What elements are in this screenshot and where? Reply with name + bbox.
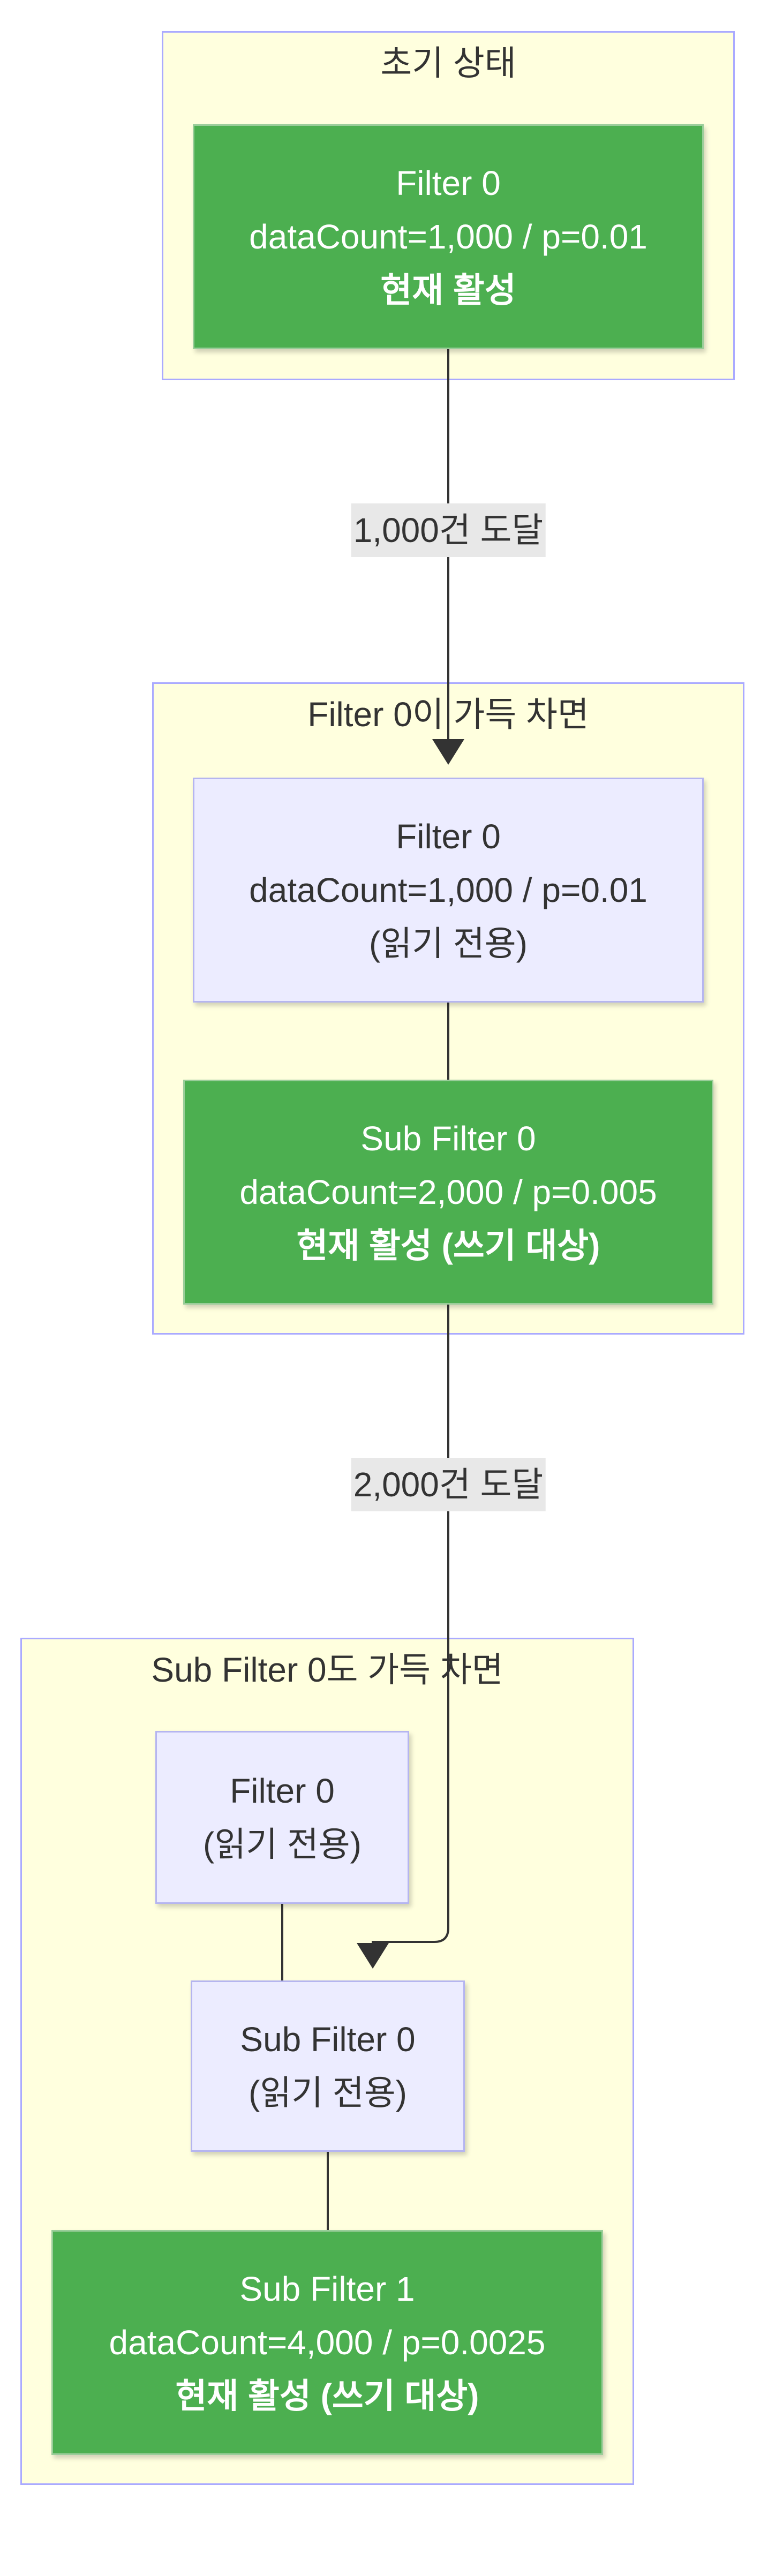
node-title: Filter 0 (396, 164, 501, 202)
node-params: dataCount=2,000 / p=0.005 (239, 1173, 657, 1211)
node-filter0-initial: Filter 0 dataCount=1,000 / p=0.01 현재 활성 (193, 124, 704, 349)
arrowhead (432, 739, 464, 765)
node-title: Sub Filter 1 (239, 2270, 415, 2308)
node-status: (읽기 전용) (249, 2074, 407, 2112)
edge-label: 1,000건 도달 (351, 503, 546, 557)
node-status: (읽기 전용) (203, 1825, 362, 1864)
node-filter0-readonly: Filter 0 dataCount=1,000 / p=0.01 (읽기 전용… (193, 778, 704, 1003)
node-filter0-final: Filter 0 (읽기 전용) (155, 1731, 409, 1904)
node-title: Sub Filter 0 (240, 2020, 416, 2059)
node-title: Filter 0 (230, 1771, 335, 1810)
cluster-title: Sub Filter 0도 가득 차면 (151, 1651, 503, 1689)
node-status: 현재 활성 (쓰기 대상) (296, 1226, 600, 1265)
node-status: (읽기 전용) (369, 924, 528, 963)
node-params: dataCount=1,000 / p=0.01 (249, 217, 648, 256)
node-title: Filter 0 (396, 817, 501, 856)
edge-subfilter0-to-final (372, 1305, 449, 1944)
edge-label: 2,000건 도달 (351, 1458, 546, 1511)
node-status: 현재 활성 (380, 271, 516, 310)
arrowhead (357, 1943, 389, 1969)
node-params: dataCount=1,000 / p=0.01 (249, 871, 648, 909)
node-params: dataCount=4,000 / p=0.0025 (109, 2323, 546, 2362)
node-title: Sub Filter 0 (360, 1119, 536, 1158)
node-subfilter1-active: Sub Filter 1 dataCount=4,000 / p=0.0025 … (51, 2230, 603, 2455)
node-subfilter0-final: Sub Filter 0 (읽기 전용) (191, 1980, 465, 2152)
cluster-title: 초기 상태 (380, 44, 516, 82)
node-subfilter0-active: Sub Filter 0 dataCount=2,000 / p=0.005 현… (183, 1080, 713, 1305)
node-status: 현재 활성 (쓰기 대상) (175, 2377, 479, 2415)
